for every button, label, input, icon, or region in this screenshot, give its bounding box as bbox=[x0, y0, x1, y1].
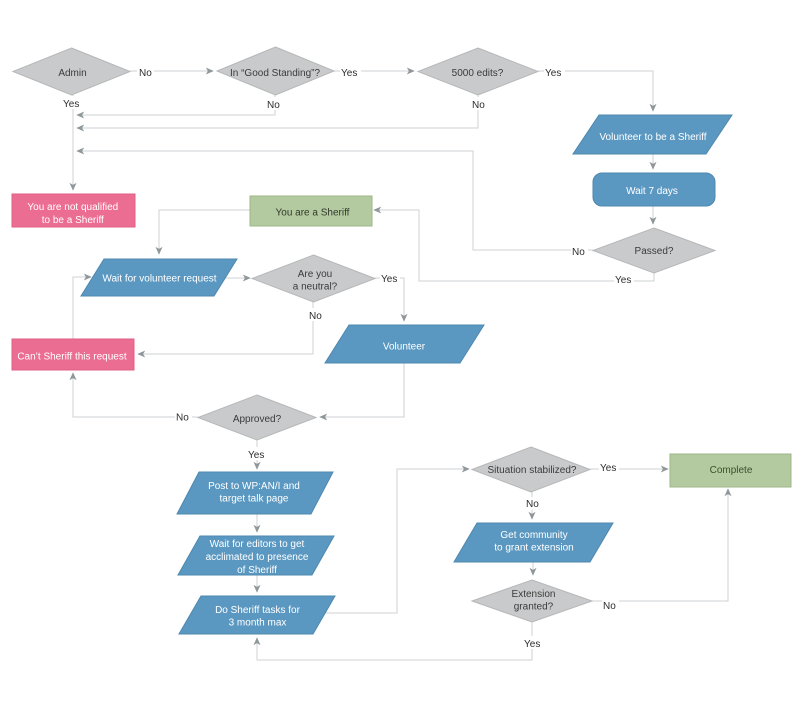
svg-text:Yes: Yes bbox=[63, 99, 79, 110]
svg-text:Volunteer: Volunteer bbox=[383, 342, 426, 353]
svg-text:You are a Sheriff: You are a Sheriff bbox=[276, 208, 350, 219]
svg-text:Do Sheriff tasks for: Do Sheriff tasks for bbox=[215, 605, 301, 616]
svg-text:Wait for editors to get: Wait for editors to get bbox=[210, 539, 305, 550]
svg-text:No: No bbox=[572, 247, 585, 258]
svg-text:Yes: Yes bbox=[600, 463, 616, 474]
svg-text:granted?: granted? bbox=[514, 602, 554, 613]
svg-text:Admin: Admin bbox=[58, 68, 86, 79]
svg-text:Wait 7 days: Wait 7 days bbox=[626, 186, 678, 197]
svg-text:Yes: Yes bbox=[341, 68, 357, 79]
svg-text:Are you: Are you bbox=[298, 269, 332, 280]
svg-text:a neutral?: a neutral? bbox=[293, 282, 338, 293]
svg-text:Yes: Yes bbox=[615, 275, 631, 286]
svg-text:No: No bbox=[176, 413, 189, 424]
svg-text:Yes: Yes bbox=[524, 639, 540, 650]
svg-text:No: No bbox=[526, 499, 539, 510]
svg-text:3 month max: 3 month max bbox=[229, 618, 287, 629]
svg-text:No: No bbox=[603, 601, 616, 612]
svg-text:target talk page: target talk page bbox=[220, 494, 289, 505]
svg-text:to grant extension: to grant extension bbox=[494, 543, 574, 554]
svg-text:Complete: Complete bbox=[710, 465, 753, 476]
svg-text:No: No bbox=[472, 100, 485, 111]
svg-text:Yes: Yes bbox=[248, 450, 264, 461]
svg-text:Passed?: Passed? bbox=[635, 246, 674, 257]
svg-text:Approved?: Approved? bbox=[233, 414, 282, 425]
svg-text:Get community: Get community bbox=[500, 530, 567, 541]
svg-text:No: No bbox=[309, 311, 322, 322]
svg-text:Can’t Sheriff this request: Can’t Sheriff this request bbox=[17, 352, 127, 363]
svg-text:You are not qualified: You are not qualified bbox=[27, 202, 118, 213]
svg-text:Wait for volunteer request: Wait for volunteer request bbox=[102, 274, 216, 285]
svg-text:Situation stabilized?: Situation stabilized? bbox=[488, 465, 577, 476]
svg-text:Post to WP:AN/I and: Post to WP:AN/I and bbox=[208, 481, 300, 492]
svg-text:5000 edits?: 5000 edits? bbox=[452, 68, 504, 79]
svg-text:Yes: Yes bbox=[545, 68, 561, 79]
svg-text:No: No bbox=[267, 100, 280, 111]
svg-text:of Sheriff: of Sheriff bbox=[237, 565, 277, 576]
svg-text:No: No bbox=[139, 68, 152, 79]
svg-text:Yes: Yes bbox=[381, 274, 397, 285]
svg-text:Volunteer to be a Sheriff: Volunteer to be a Sheriff bbox=[599, 132, 706, 143]
svg-text:acclimated to presence: acclimated to presence bbox=[206, 552, 309, 563]
svg-text:to be a Sheriff: to be a Sheriff bbox=[42, 215, 104, 226]
svg-text:Extension: Extension bbox=[512, 589, 556, 600]
svg-text:In “Good Standing”?: In “Good Standing”? bbox=[230, 68, 320, 79]
